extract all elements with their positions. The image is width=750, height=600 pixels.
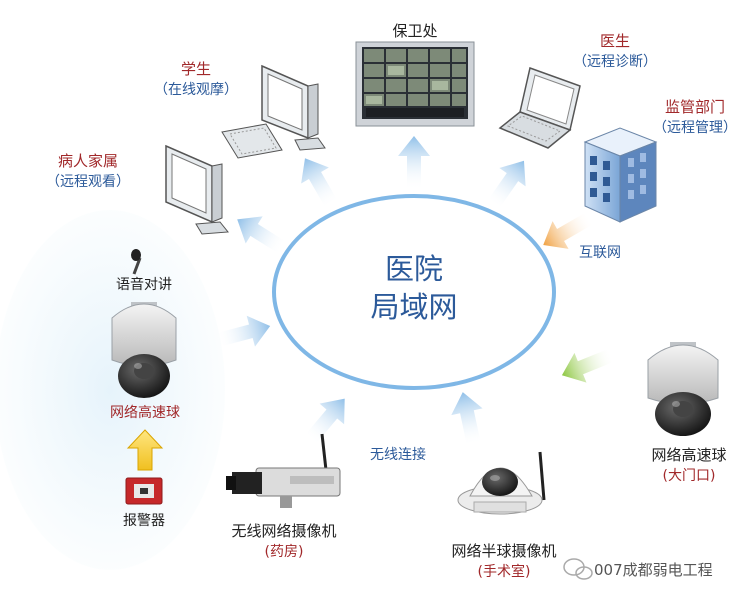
monitor-wall-icon <box>355 41 475 127</box>
desktop-computer-icon-family <box>165 144 229 235</box>
dome-right-subtitle: (大门口) <box>662 468 716 484</box>
hub-line2: 局域网 <box>370 290 458 324</box>
half-dome-label: 网络半球摄像机 (手术室) <box>434 540 574 581</box>
security-label: 保卫处 <box>392 22 438 40</box>
doctor-label: 医生 （远程诊断） <box>560 30 670 71</box>
dome-left-label: 网络高速球 <box>110 405 180 421</box>
building-icon-supervisor <box>583 127 658 223</box>
microphone-icon <box>131 249 142 275</box>
wireless-cam-label: 无线网络摄像机 (药房) <box>214 520 354 561</box>
alarm-icon <box>125 477 163 505</box>
wechat-logo-icon <box>563 558 593 580</box>
student-title: 学生 <box>180 60 211 78</box>
watermark-text: 007成都弱电工程 <box>594 561 713 579</box>
arrow-to-security <box>398 136 430 190</box>
family-title: 病人家属 <box>57 152 118 170</box>
student-subtitle: （在线观摩） <box>154 82 238 98</box>
family-label: 病人家属 （远程观看） <box>28 150 148 191</box>
supervisor-subtitle: （远程管理） <box>653 120 737 136</box>
doctor-title: 医生 <box>599 32 630 50</box>
dome-right-title: 网络高速球 <box>651 446 727 464</box>
arrow-from-dome-left <box>216 315 271 347</box>
speed-dome-camera-icon-right <box>647 342 719 436</box>
student-label: 学生 （在线观摩） <box>136 58 256 99</box>
alarm-label: 报警器 <box>123 513 165 529</box>
arrow-from-internet <box>543 211 594 249</box>
laptop-icon-doctor <box>498 67 581 149</box>
wireless-cam-subtitle: (药房) <box>264 544 304 560</box>
supervisor-label: 监管部门 （远程管理） <box>640 96 750 137</box>
internet-label: 互联网 <box>579 245 621 261</box>
half-dome-subtitle: (手术室) <box>477 564 531 580</box>
desktop-computer-icon-student <box>221 64 326 159</box>
hub-line1: 医院 <box>384 252 443 286</box>
wireless-cam-title: 无线网络摄像机 <box>231 522 337 540</box>
left-glow-panel <box>0 210 225 570</box>
dome-right-label: 网络高速球 (大门口) <box>634 444 744 485</box>
arrow-from-wireless-cam <box>304 398 345 445</box>
wireless-link-label: 无线连接 <box>370 447 426 463</box>
arrow-from-dome-right <box>561 348 615 383</box>
half-dome-title: 网络半球摄像机 <box>451 542 557 560</box>
supervisor-title: 监管部门 <box>664 98 725 116</box>
half-dome-camera-icon <box>457 451 546 515</box>
speed-dome-camera-icon-left <box>111 302 177 398</box>
arrow-to-doctor <box>487 160 526 210</box>
hub-label: 医院 局域网 <box>364 250 464 326</box>
wireless-box-camera-icon <box>226 433 341 508</box>
up-arrow-icon-yellow <box>126 429 164 471</box>
hub-ellipse <box>272 194 556 390</box>
family-subtitle: （远程观看） <box>46 174 130 190</box>
doctor-subtitle: （远程诊断） <box>573 54 657 70</box>
intercom-label: 语音对讲 <box>116 277 172 293</box>
arrow-to-family <box>237 216 287 254</box>
arrow-from-half-dome <box>451 392 483 447</box>
arrow-to-student <box>301 158 339 209</box>
